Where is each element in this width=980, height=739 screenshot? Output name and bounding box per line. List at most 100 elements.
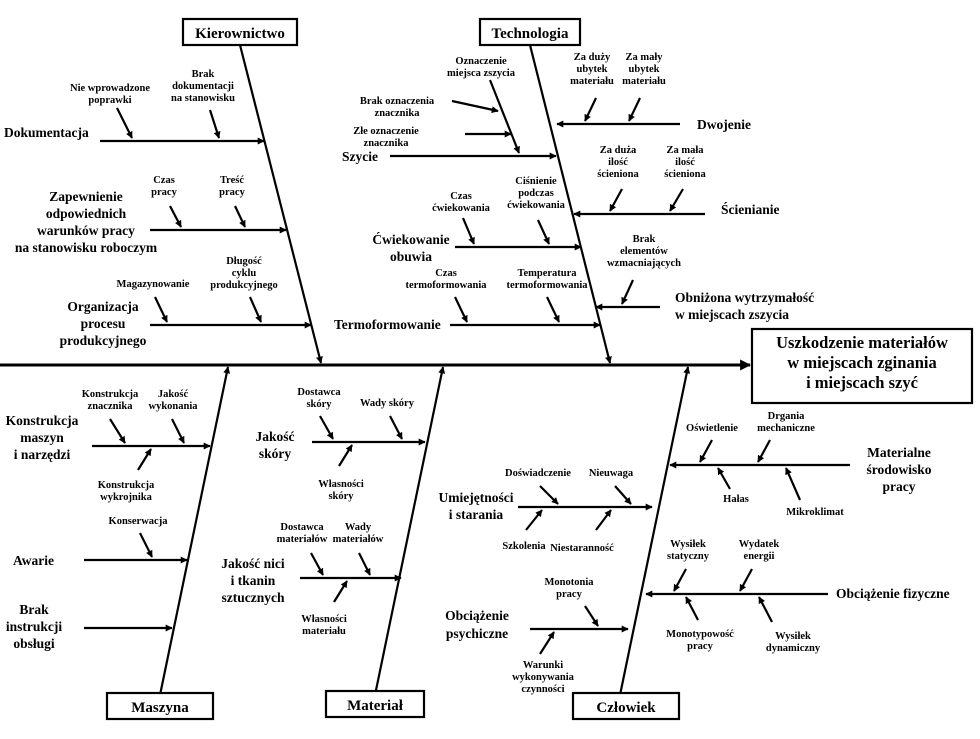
branch-psychiczne-l1: Obciążenie	[445, 608, 509, 623]
effect-line-1: Uszkodzenie materiałów	[776, 333, 948, 352]
sub-szkolenia-l1: Szkolenia	[502, 541, 546, 552]
sub-monotypowosc-l1: Monotypowość	[666, 629, 734, 640]
branch-cwiekowanie-l2: obuwia	[390, 249, 432, 264]
sub-za-duzy-ubytek-l2: ubytek	[577, 64, 608, 75]
sub-konstrukcja-znacznika-l1: Konstrukcja	[82, 389, 139, 400]
bone-material	[373, 366, 446, 696]
sub-brak-dokumentacji-l2: dokumentacji	[172, 81, 234, 92]
sub-za-duza-ilosc-l1: Za duża	[600, 145, 637, 156]
sub-cisnienie-arrow	[537, 219, 550, 245]
branch-umiejetnosci-l1: Umiejętności	[439, 490, 514, 505]
sub-dlugosc-cyklu-l2: cyklu	[232, 268, 257, 279]
branch-srodowisko-l2: środowisko	[866, 462, 931, 477]
sub-wysilek-statyczny-l1: Wysiłek	[670, 539, 706, 550]
sub-dostawca-materialow-arrow	[310, 552, 324, 576]
sub-drgania-l1: Drgania	[768, 411, 806, 422]
sub-czas-termo-l2: termoformowania	[405, 280, 487, 291]
sub-doswiadczenie-arrow	[539, 485, 559, 505]
sub-wady-materialow-arrow	[358, 552, 371, 576]
branch-organizacja-l1: Organizacja	[67, 299, 138, 314]
sub-czas-termo-arrow	[454, 296, 468, 323]
sub-za-maly-ubytek-l1: Za mały	[625, 52, 663, 63]
sub-nie-wprowadzone-l1: Nie wprowadzone	[70, 83, 150, 94]
sub-niestarannosc-arrow	[595, 509, 612, 531]
category-maszyna: Maszyna	[105, 691, 215, 721]
sub-tresc-pracy-arrow	[234, 205, 246, 228]
branch-wytrzymalosc-l2: w miejscach zszycia	[675, 307, 789, 322]
branch-wytrzymalosc-l1: Obniżona wytrzymałość	[675, 290, 814, 305]
sub-za-duza-ilosc-l3: ścieniona	[597, 169, 639, 180]
sub-oswietlenie-arrow	[699, 439, 713, 463]
branch-nici-l2: i tkanin	[231, 573, 276, 588]
sub-za-duza-ilosc-arrow	[609, 188, 623, 212]
sub-konserwacja-arrow	[139, 532, 153, 558]
sub-oznaczenie-miejsca-l2: miejsca zszycia	[447, 68, 516, 79]
sub-doswiadczenie-l1: Doświadczenie	[505, 468, 571, 479]
sub-dostawca-materialow-l2: materiałów	[277, 534, 328, 545]
effect-line-3: i miejscach szyć	[806, 373, 918, 392]
sub-cisnienie-l1: Ciśnienie	[515, 176, 557, 187]
sub-monotypowosc-l2: pracy	[687, 641, 713, 652]
sub-dostawca-materialow-l1: Dostawca	[280, 522, 324, 533]
category-czlowiek-label: Człowiek	[596, 700, 656, 716]
branch-dwojenie-label: Dwojenie	[697, 117, 751, 132]
sub-za-mala-ilosc-l2: ilość	[675, 157, 695, 168]
sub-za-duza-ilosc-l2: ilość	[608, 157, 628, 168]
effect-box: Uszkodzenie materiałów w miejscach zgina…	[750, 327, 974, 405]
sub-wady-skory-arrow	[389, 415, 403, 440]
sub-nie-wprowadzone-l2: poprawki	[88, 95, 131, 106]
sub-konstrukcja-wykrojnika-l1: Konstrukcja	[98, 480, 155, 491]
sub-brak-oznaczenia-l2: znacznika	[375, 108, 421, 119]
branch-termoformowanie-label: Termoformowanie	[334, 317, 441, 332]
branch-warunki-l3: warunków pracy	[37, 223, 135, 238]
sub-szkolenia-arrow	[525, 509, 543, 531]
sub-za-mala-ilosc-arrow	[669, 188, 684, 212]
sub-wlasnosci-skory-arrow	[338, 444, 353, 467]
sub-wady-skory-l1: Wady skóry	[360, 398, 415, 409]
sub-wlasnosci-skory-l2: skóry	[328, 491, 354, 502]
branch-scienianie-label: Ścienianie	[721, 202, 780, 217]
branch-konstrukcja-l1: Konstrukcja	[6, 413, 79, 428]
branch-cwiekowanie-l1: Ćwiekowanie	[372, 232, 449, 247]
sub-jakosc-wykonania-l2: wykonania	[148, 401, 198, 412]
branch-nici-l3: sztucznych	[222, 590, 285, 605]
sub-halas-l1: Hałas	[723, 494, 749, 505]
sub-konserwacja-l1: Konserwacja	[109, 516, 169, 527]
sub-brak-elementow-l1: Brak	[633, 234, 656, 245]
sub-oswietlenie-l1: Oświetlenie	[686, 423, 738, 434]
branch-organizacja-l3: produkcyjnego	[60, 333, 147, 348]
sub-warunki-wykonywania-l3: czynności	[521, 684, 564, 695]
sub-temperatura-l2: termoformowania	[506, 280, 588, 291]
branch-umiejetnosci-l2: i starania	[449, 507, 504, 522]
sub-magazynowanie-arrow	[154, 296, 168, 323]
branch-konstrukcja-l3: i narzędzi	[14, 447, 71, 462]
sub-dlugosc-cyklu-l3: produkcyjnego	[210, 280, 278, 291]
branch-instrukcja-l1: Brak	[19, 602, 49, 617]
sub-monotonia-l2: pracy	[556, 589, 582, 600]
sub-wlasnosci-skory-l1: Własności	[318, 479, 364, 490]
sub-drgania-l2: mechaniczne	[757, 423, 815, 434]
sub-warunki-wykonywania-arrow	[539, 631, 555, 655]
sub-monotonia-l1: Monotonia	[544, 577, 594, 588]
sub-brak-dokumentacji-l3: na stanowisku	[171, 93, 235, 104]
sub-wysilek-dynamiczny-arrow	[758, 596, 773, 623]
sub-brak-elementow-arrow	[621, 279, 634, 305]
sub-jakosc-wykonania-arrow	[171, 418, 185, 444]
sub-nie-wprowadzone-arrow	[116, 107, 133, 139]
sub-wysilek-statyczny-arrow	[673, 568, 687, 592]
effect-line-2: w miejscach zginania	[787, 353, 936, 372]
branch-fizyczne-label: Obciążenie fizyczne	[836, 586, 950, 601]
category-czlowiek: Człowiek	[571, 691, 681, 721]
sub-czas-pracy-l1: Czas	[153, 175, 175, 186]
sub-mikroklimat-arrow	[784, 467, 802, 501]
sub-brak-dokumentacji-arrow	[208, 109, 221, 139]
branch-organizacja-l2: procesu	[81, 316, 126, 331]
sub-wysilek-statyczny-l2: statyczny	[667, 551, 710, 562]
sub-konstrukcja-znacznika-arrow	[109, 418, 126, 444]
branch-awarie-label: Awarie	[13, 553, 54, 568]
sub-za-maly-ubytek-l3: materiału	[622, 76, 666, 87]
sub-czas-pracy-l2: pracy	[151, 187, 177, 198]
sub-warunki-wykonywania-l2: wykonywania	[512, 672, 575, 683]
